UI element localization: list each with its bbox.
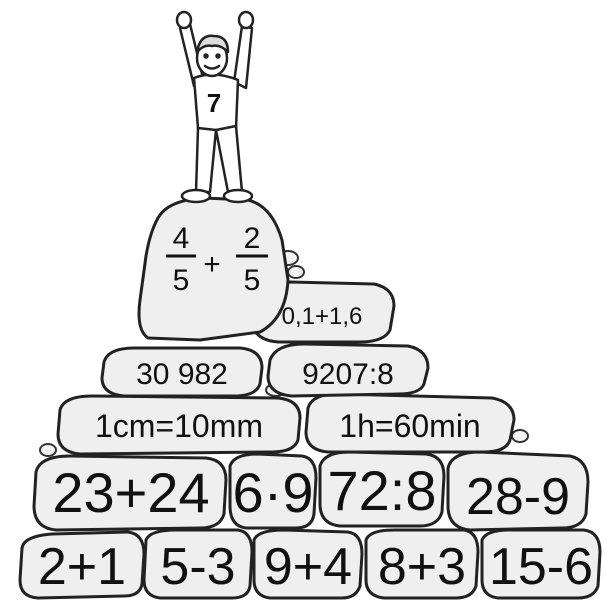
left-eye — [205, 55, 208, 58]
left-shoe — [182, 190, 210, 202]
expr-28-minus-9: 28-9 — [466, 468, 570, 526]
left-hand — [177, 12, 191, 28]
expr-0-1-plus-1-6: 0,1+1,6 — [282, 303, 363, 330]
right-shoe — [224, 190, 252, 202]
expr-9-plus-4: 9+4 — [264, 538, 352, 596]
right-eye — [217, 55, 220, 58]
left-leg — [196, 128, 216, 192]
expr-23-plus-24: 23+24 — [52, 461, 209, 524]
expr-8-plus-3: 8+3 — [378, 538, 466, 596]
fraction-operator: + — [203, 248, 221, 281]
expr-2-plus-1: 2+1 — [38, 538, 126, 596]
gravel-stone — [512, 430, 528, 442]
right-leg — [216, 126, 242, 192]
expr-15-minus-6: 15-6 — [489, 538, 593, 596]
expr-1cm-10mm: 1cm=10mm — [95, 408, 263, 444]
fraction-b-numerator: 2 — [244, 222, 261, 255]
expr-9207-div-8: 9207:8 — [302, 358, 394, 391]
expr-5-minus-3: 5-3 — [160, 538, 235, 596]
right-hand — [239, 12, 253, 28]
gravel-stone — [288, 266, 304, 278]
expr-6-times-9: 6·9 — [233, 461, 314, 524]
fraction-a-denominator: 5 — [173, 264, 190, 297]
fraction-a-numerator: 4 — [173, 222, 190, 255]
gravel-stone — [40, 444, 56, 456]
expr-1h-60min: 1h=60min — [339, 408, 480, 444]
fraction-b-denominator: 5 — [244, 264, 261, 297]
shirt-number: 7 — [207, 88, 221, 118]
expr-30-982: 30 982 — [136, 358, 228, 391]
expr-72-div-8: 72:8 — [328, 459, 437, 522]
